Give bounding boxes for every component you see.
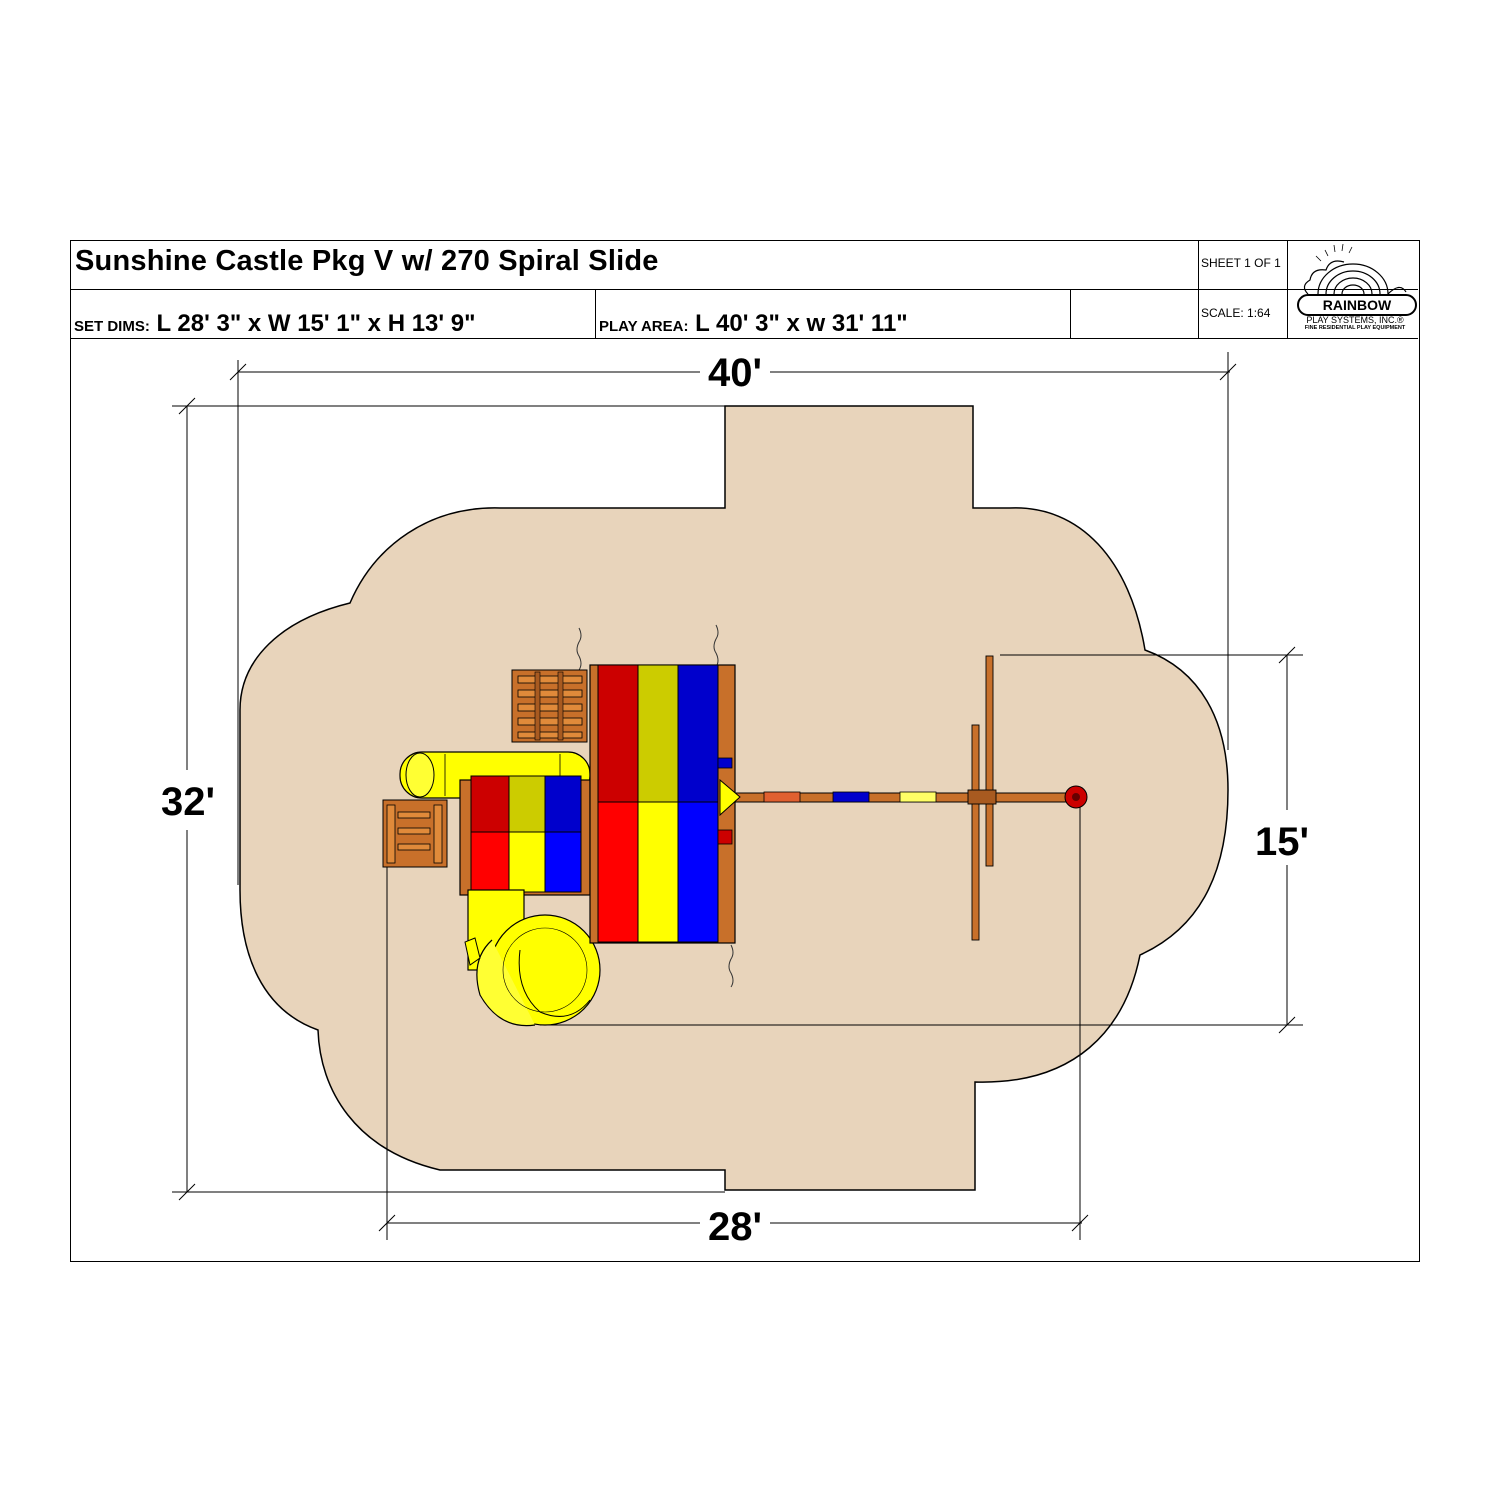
set-dims-label: SET DIMS: — [74, 318, 150, 335]
dim-28-line — [378, 800, 1089, 1240]
play-area-label: PLAY AREA: — [599, 318, 689, 335]
climbing-ladder — [511, 669, 588, 743]
set-dims-value: L 28' 3" x W 15' 1" x H 13' 9" — [156, 310, 476, 337]
dim-15-line — [540, 646, 1303, 1034]
dim-40-label: 40' — [708, 351, 762, 395]
dim-32-label: 32' — [161, 780, 215, 824]
sheet-cell-divider — [1198, 241, 1199, 338]
drawing-title: Sunshine Castle Pkg V w/ 270 Spiral Slid… — [75, 245, 659, 277]
dim-15-label: 15' — [1255, 820, 1309, 864]
dim-32-line — [172, 397, 725, 1201]
swing-a-frame — [967, 655, 997, 941]
swing-beam — [717, 757, 1073, 845]
logo-cell-divider — [1287, 241, 1288, 338]
tire-swing — [1064, 785, 1088, 809]
dim-28-label: 28' — [708, 1205, 762, 1249]
rainbow-logo-icon — [1303, 243, 1407, 295]
blank-cell-divider — [1070, 289, 1071, 338]
logo-company: PLAY SYSTEMS, INC.® — [1306, 315, 1404, 325]
title-divider — [71, 289, 1418, 290]
play-area: PLAY AREA: L 40' 3" x w 31' 11" — [599, 310, 908, 338]
set-dims: SET DIMS: L 28' 3" x W 15' 1" x H 13' 9" — [74, 310, 476, 338]
logo-brand: RAINBOW — [1297, 294, 1417, 316]
drawing-scale: SCALE: 1:64 — [1201, 306, 1271, 320]
dim-40-line — [229, 352, 1237, 885]
entry-ladder — [382, 799, 448, 868]
small-fort-roof — [470, 775, 582, 893]
sheet-number: SHEET 1 OF 1 — [1201, 256, 1281, 270]
main-tower-roof — [597, 664, 719, 943]
dims-divider — [595, 289, 596, 338]
spiral-slide — [464, 889, 601, 1027]
swing-seats — [763, 791, 937, 803]
play-area-value: L 40' 3" x w 31' 11" — [695, 310, 908, 337]
logo-tagline: FINE RESIDENTIAL PLAY EQUIPMENT — [1304, 325, 1406, 331]
header-bottom-border — [71, 338, 1418, 339]
drawing-sheet: Sunshine Castle Pkg V w/ 270 Spiral Slid… — [70, 240, 1420, 1262]
